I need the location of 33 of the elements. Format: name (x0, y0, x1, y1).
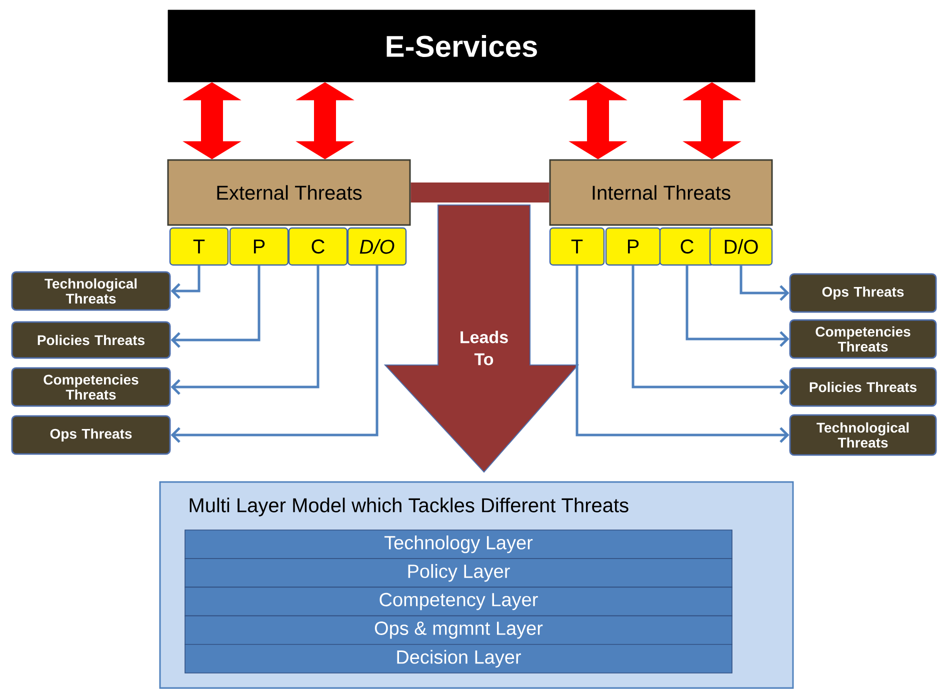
category-cell: P (605, 227, 661, 266)
arrow (170, 266, 260, 348)
title-banner: E-Services (168, 10, 756, 82)
threat-box: Ops Threats (789, 273, 937, 313)
layer-bar: Competency Layer (184, 586, 732, 616)
layer-bar: Technology Layer (184, 530, 732, 559)
arrow (740, 266, 790, 301)
layer-bar: Decision Layer (184, 644, 732, 674)
arrow (170, 266, 378, 443)
category-cell: T (549, 227, 605, 266)
category-cell: D/O (709, 227, 773, 266)
threat-box: Policies Threats (11, 321, 171, 359)
arrow (632, 266, 790, 395)
threat-box: Technological Threats (11, 271, 171, 311)
arrow (170, 266, 320, 395)
threat-box: Competencies Threats (11, 367, 171, 407)
threat-box: Technological Threats (789, 414, 937, 456)
threat-box: External Threats (167, 159, 411, 226)
category-cell: C (288, 227, 348, 266)
connector-bar (410, 182, 550, 202)
layer-bar: Policy Layer (184, 558, 732, 588)
category-cell: P (229, 227, 289, 266)
threat-box: Policies Threats (789, 367, 937, 407)
arrow (170, 266, 200, 299)
category-cell: C (659, 227, 715, 266)
arrow (686, 266, 790, 347)
arrow (576, 266, 790, 443)
category-cell: T (169, 227, 229, 266)
threat-box: Internal Threats (549, 159, 773, 226)
threat-box: Competencies Threats (789, 319, 937, 359)
category-cell: D/O (347, 227, 407, 266)
layer-bar: Ops & mgmnt Layer (184, 615, 732, 645)
threat-box: Ops Threats (11, 415, 171, 455)
